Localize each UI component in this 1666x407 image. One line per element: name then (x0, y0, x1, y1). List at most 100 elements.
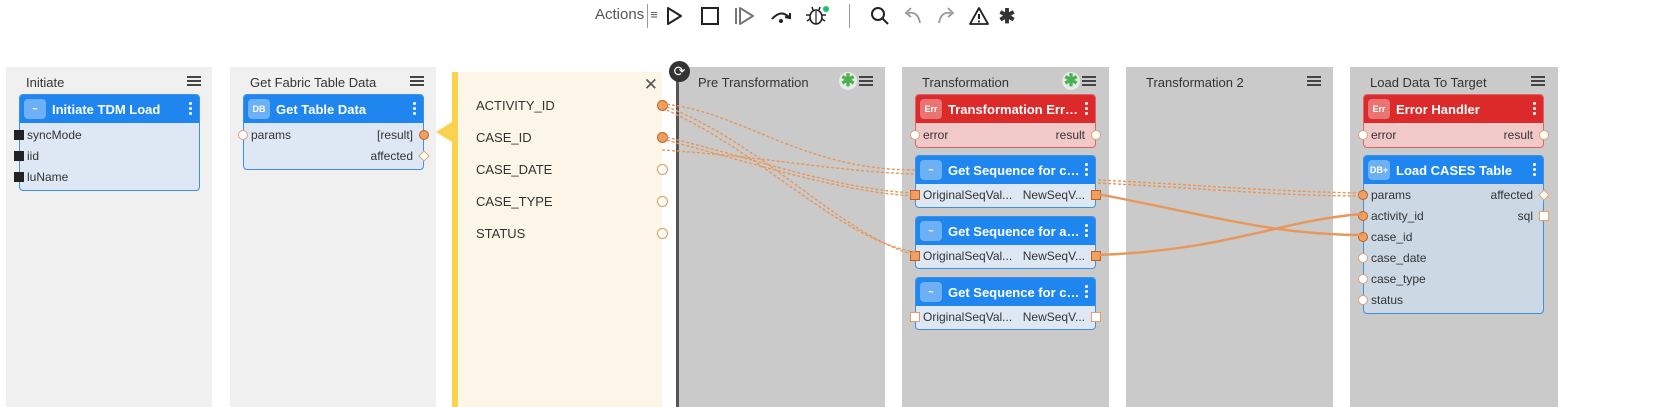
fields-panel: ✕ ACTIVITY_ID CASE_ID CASE_DATE CASE_TYP… (452, 72, 668, 407)
refresh-icon[interactable]: ⟳ (669, 61, 690, 82)
kebab-menu-icon[interactable] (1533, 102, 1537, 116)
field-port[interactable] (657, 100, 668, 111)
node-header[interactable]: DB Get Table Data (244, 95, 423, 123)
node-get-table-data[interactable]: DB Get Table Data params [result] affect… (238, 94, 430, 170)
node-transformation-error[interactable]: Err Transformation Erro... error result (910, 94, 1101, 148)
output-port[interactable] (14, 130, 24, 140)
step-icon[interactable] (730, 2, 758, 30)
node-initiate-tdm-load[interactable]: ~ Initiate TDM Load syncMode iid luName (14, 94, 200, 191)
stop-icon[interactable] (696, 2, 724, 30)
node-error-handler[interactable]: Err Error Handler error result (1358, 94, 1549, 148)
lane-menu-icon[interactable] (1307, 74, 1321, 88)
add-star-icon[interactable]: ✱ (1062, 71, 1080, 90)
result-output-port[interactable] (419, 130, 429, 140)
port-label: affected (370, 149, 413, 163)
output-port[interactable] (1539, 130, 1549, 140)
port-label: [result] (376, 128, 413, 142)
toolbar-divider (647, 4, 648, 28)
input-port[interactable] (910, 251, 920, 261)
lane-title: Initiate (26, 75, 65, 90)
port-row: OriginalSeqVal... NewSeqV... (910, 185, 1101, 206)
input-port[interactable] (910, 312, 920, 322)
input-port[interactable] (1358, 253, 1368, 263)
tilde-icon: ~ (24, 99, 46, 119)
input-port[interactable] (910, 190, 920, 200)
node-load-cases-table[interactable]: DB+ Load CASES Table params affected act… (1358, 155, 1550, 314)
output-port[interactable] (14, 151, 24, 161)
lane-menu-icon[interactable] (1082, 74, 1096, 88)
asterisk-icon[interactable]: ✱ (998, 5, 1016, 28)
port-label: syncMode (27, 128, 82, 142)
node-header[interactable]: ~ Get Sequence for ac... (916, 217, 1095, 245)
input-port[interactable] (1358, 274, 1368, 284)
actions-label: Actions (595, 6, 645, 23)
play-icon[interactable] (660, 2, 688, 30)
kebab-menu-icon[interactable] (1085, 163, 1089, 177)
lane-menu-icon[interactable] (410, 74, 424, 88)
input-port[interactable] (910, 130, 920, 140)
output-port[interactable] (1091, 130, 1101, 140)
output-port[interactable] (1539, 211, 1549, 221)
output-port[interactable] (1091, 312, 1101, 322)
node-header[interactable]: ~ Get Sequence for ca... (916, 278, 1095, 306)
field-activity-id: ACTIVITY_ID (476, 98, 555, 113)
field-port[interactable] (657, 132, 668, 143)
port-label: activity_id (1371, 209, 1424, 223)
input-port[interactable] (1358, 211, 1368, 221)
port-row: error result (1358, 125, 1549, 146)
output-port[interactable] (1091, 251, 1101, 261)
node-header[interactable]: DB+ Load CASES Table (1364, 156, 1543, 184)
kebab-menu-icon[interactable] (413, 102, 417, 116)
lane-title: Pre Transformation (698, 75, 809, 90)
step-over-icon[interactable] (767, 2, 795, 30)
field-port[interactable] (657, 196, 668, 207)
input-port[interactable] (1358, 295, 1368, 305)
debug-icon[interactable] (803, 2, 831, 30)
node-get-sequence-case-1[interactable]: ~ Get Sequence for ca... OriginalSeqVal.… (910, 155, 1101, 208)
port-label: iid (27, 149, 40, 163)
field-status: STATUS (476, 226, 526, 241)
port-label: affected (1490, 188, 1533, 202)
warning-icon[interactable] (965, 2, 993, 30)
kebab-menu-icon[interactable] (1085, 224, 1089, 238)
kebab-menu-icon[interactable] (1533, 163, 1537, 177)
port-label: OriginalSeqVal... (923, 310, 1013, 324)
actions-menu[interactable]: Actions ≡ (595, 6, 658, 23)
field-port[interactable] (657, 228, 668, 239)
input-port[interactable] (238, 130, 248, 140)
field-port[interactable] (657, 164, 668, 175)
node-header[interactable]: Err Error Handler (1364, 95, 1543, 123)
panel-pointer (436, 122, 452, 142)
lane-menu-icon[interactable] (1531, 74, 1545, 88)
lane-menu-icon[interactable] (187, 74, 201, 88)
node-title: Get Sequence for ac... (948, 223, 1085, 239)
undo-icon[interactable] (899, 2, 927, 30)
kebab-menu-icon[interactable] (189, 102, 193, 116)
input-port[interactable] (1358, 190, 1368, 200)
node-get-sequence-case-2[interactable]: ~ Get Sequence for ca... OriginalSeqVal.… (910, 277, 1101, 330)
field-case-id: CASE_ID (476, 130, 532, 145)
port-row: case_date (1358, 248, 1543, 269)
lane-title: Load Data To Target (1370, 75, 1487, 90)
kebab-menu-icon[interactable] (1085, 102, 1089, 116)
output-port[interactable] (14, 172, 24, 182)
output-port[interactable] (1091, 190, 1101, 200)
close-icon[interactable]: ✕ (643, 75, 658, 94)
kebab-menu-icon[interactable] (1085, 285, 1089, 299)
add-star-icon[interactable]: ✱ (839, 71, 857, 90)
lane-menu-icon[interactable] (859, 74, 873, 88)
redo-icon[interactable] (932, 2, 960, 30)
error-icon: Err (1368, 99, 1390, 119)
node-get-sequence-activity[interactable]: ~ Get Sequence for ac... OriginalSeqVal.… (910, 216, 1101, 269)
node-header[interactable]: Err Transformation Erro... (916, 95, 1095, 123)
input-port[interactable] (1358, 232, 1368, 242)
node-title: Transformation Erro... (948, 101, 1084, 117)
node-title: Get Sequence for ca... (948, 284, 1085, 300)
port-row: case_type (1358, 269, 1543, 290)
search-icon[interactable] (866, 2, 894, 30)
port-row: params [result] (238, 125, 429, 146)
input-port[interactable] (1358, 130, 1368, 140)
lane-divider (676, 67, 679, 407)
node-header[interactable]: ~ Initiate TDM Load (20, 95, 199, 123)
node-header[interactable]: ~ Get Sequence for ca... (916, 156, 1095, 184)
